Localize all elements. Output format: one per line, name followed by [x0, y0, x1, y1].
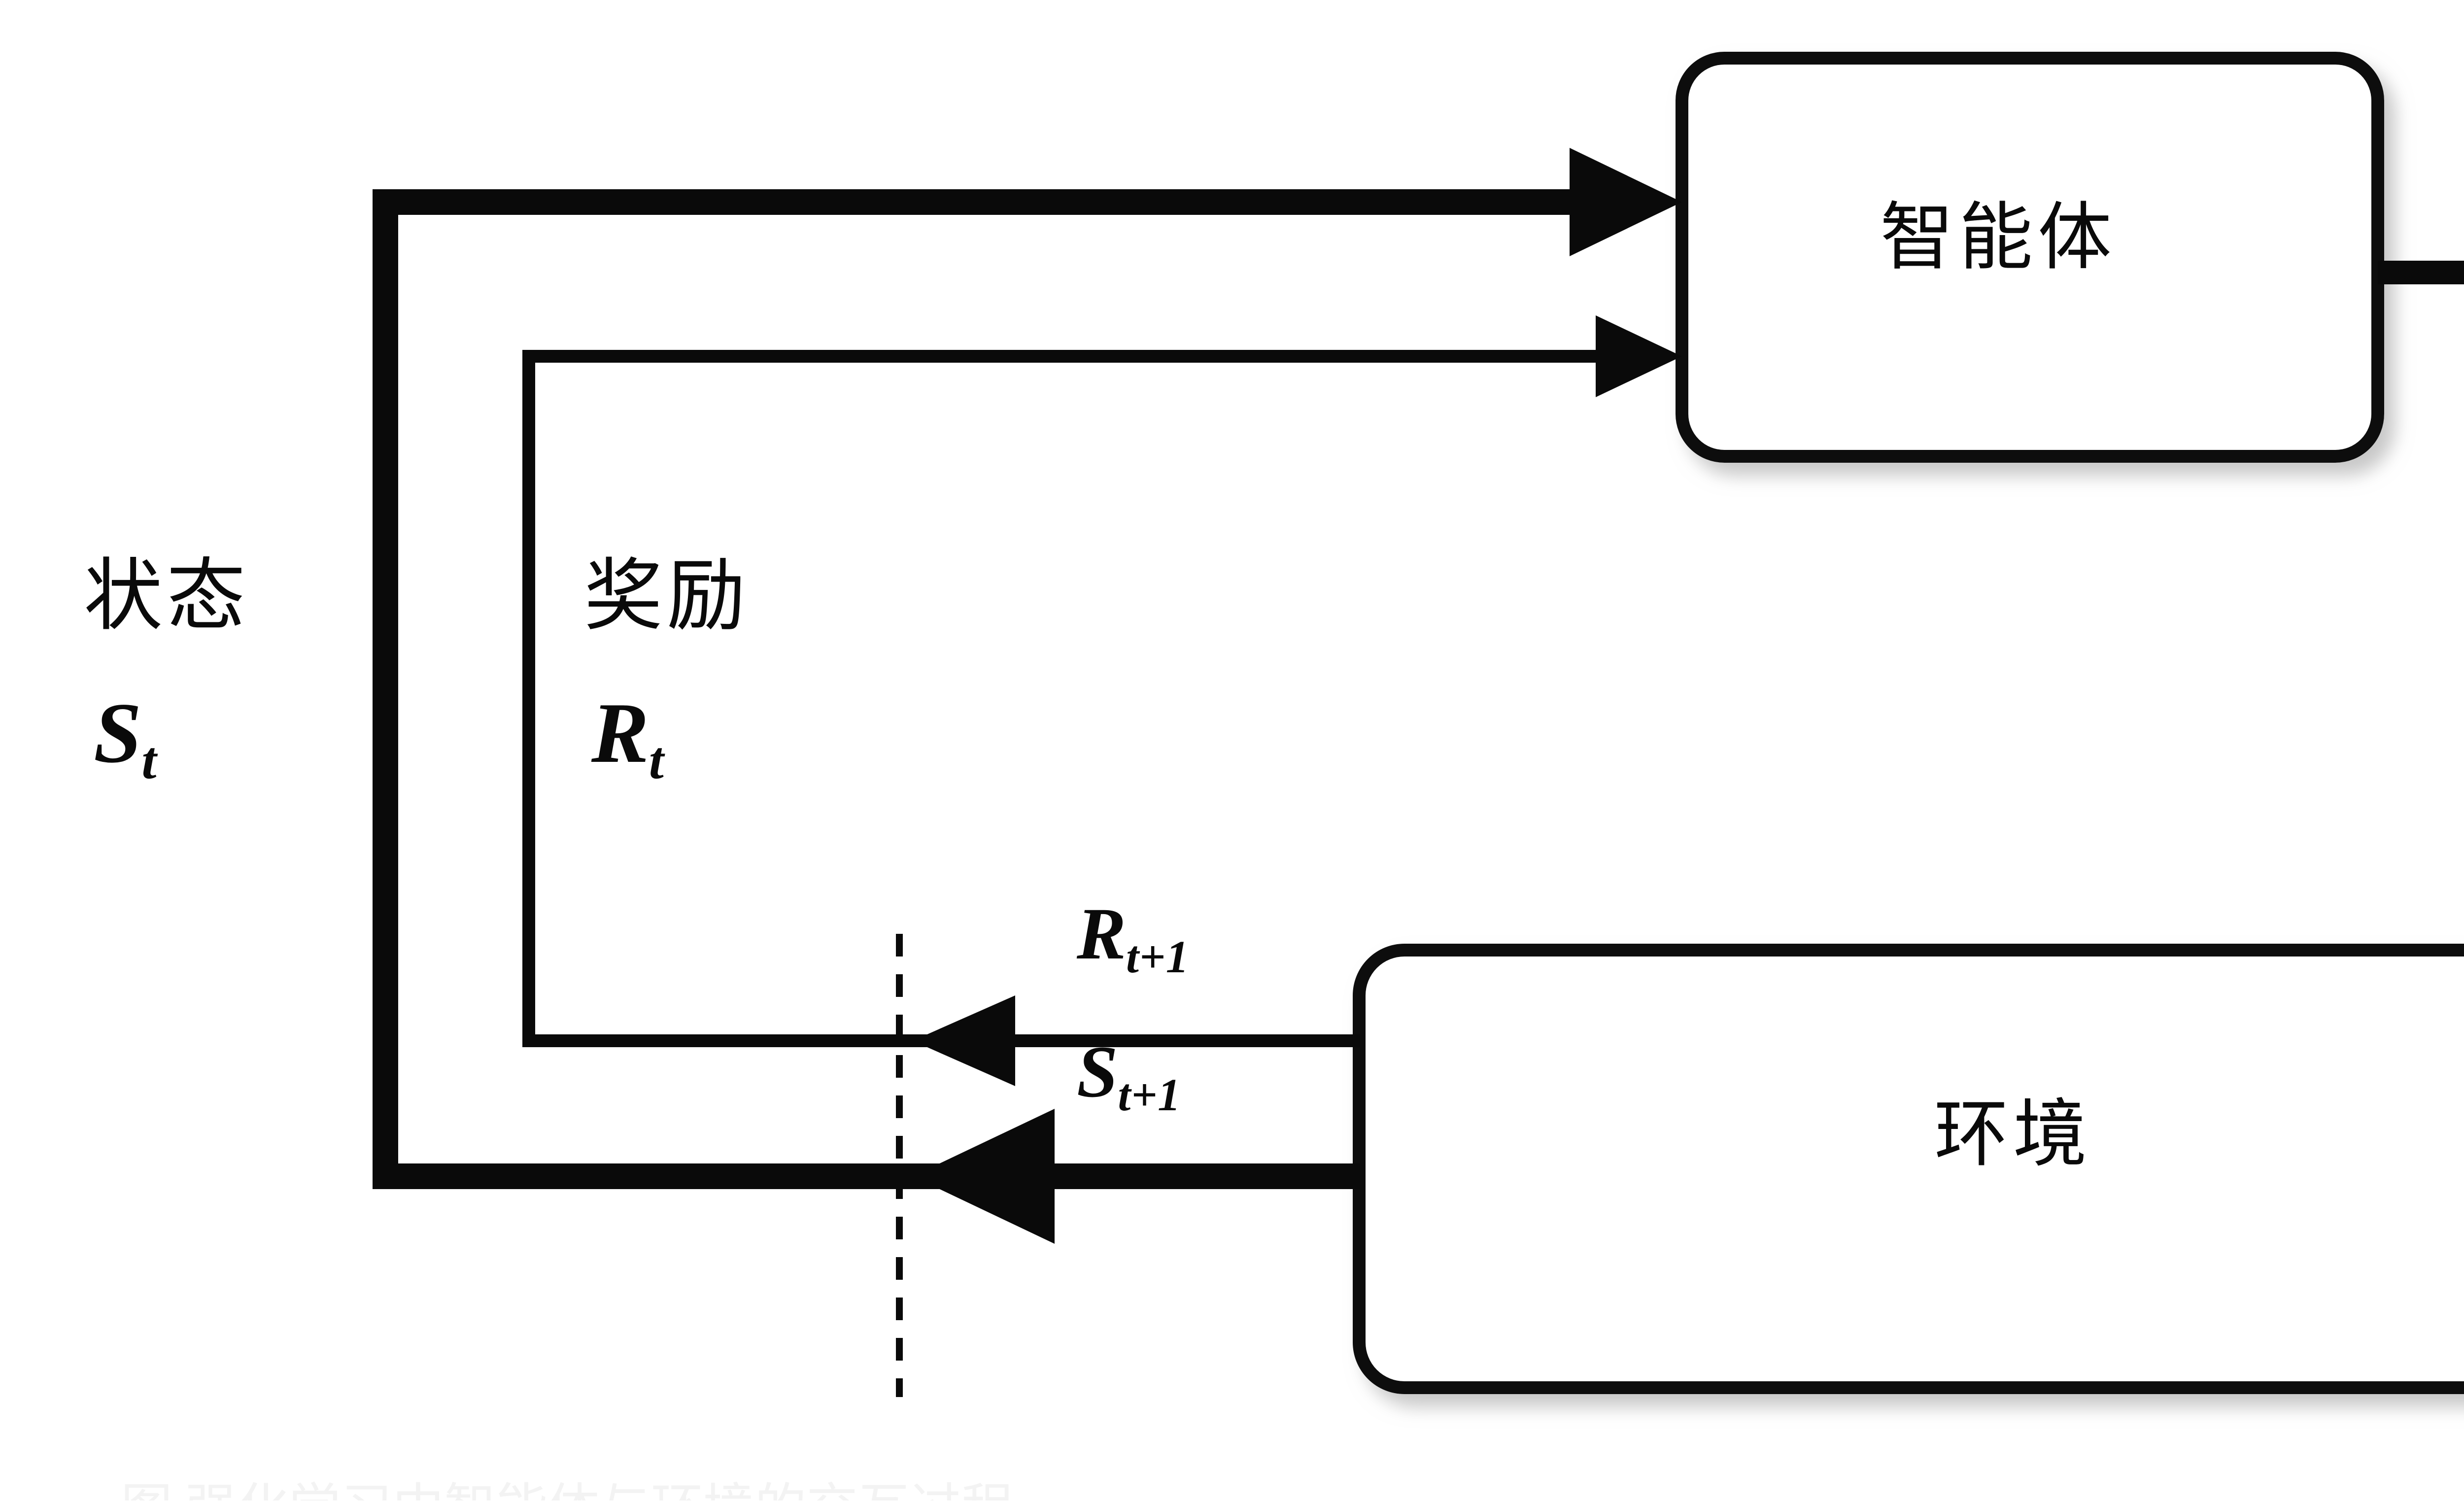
figure-caption: 图 强化学习中智能体与环境的交互过程	[121, 1466, 1796, 1501]
state-symbol-label: St	[94, 690, 157, 787]
next-state-arrowhead	[913, 1109, 1055, 1244]
next-state-label: St+1	[1077, 1035, 1181, 1118]
agent-box[interactable]	[1676, 52, 2384, 463]
state-subscript: t	[141, 730, 157, 790]
next-reward-label: Rt+1	[1077, 897, 1189, 980]
reward-word-label: 奖励	[584, 552, 750, 640]
environment-label: 环境	[1934, 1094, 2092, 1176]
state-path	[373, 148, 1682, 1189]
next-reward-arrowhead	[913, 995, 1015, 1086]
reward-subscript: t	[649, 730, 664, 790]
next-reward-subscript: t+1	[1126, 931, 1190, 983]
agent-label: 智能体	[1880, 197, 2117, 279]
arrowhead-reward-into-agent	[1596, 315, 1682, 397]
state-symbol: S	[94, 685, 142, 781]
environment-box[interactable]	[1353, 944, 2464, 1394]
arrowhead-state-into-agent	[1570, 148, 1682, 256]
next-reward-symbol: R	[1077, 893, 1127, 975]
reward-symbol: R	[591, 685, 649, 781]
next-state-symbol: S	[1077, 1031, 1118, 1113]
state-word-label: 状态	[84, 552, 250, 640]
reward-symbol-label: Rt	[591, 690, 664, 787]
next-state-subscript: t+1	[1118, 1069, 1181, 1121]
